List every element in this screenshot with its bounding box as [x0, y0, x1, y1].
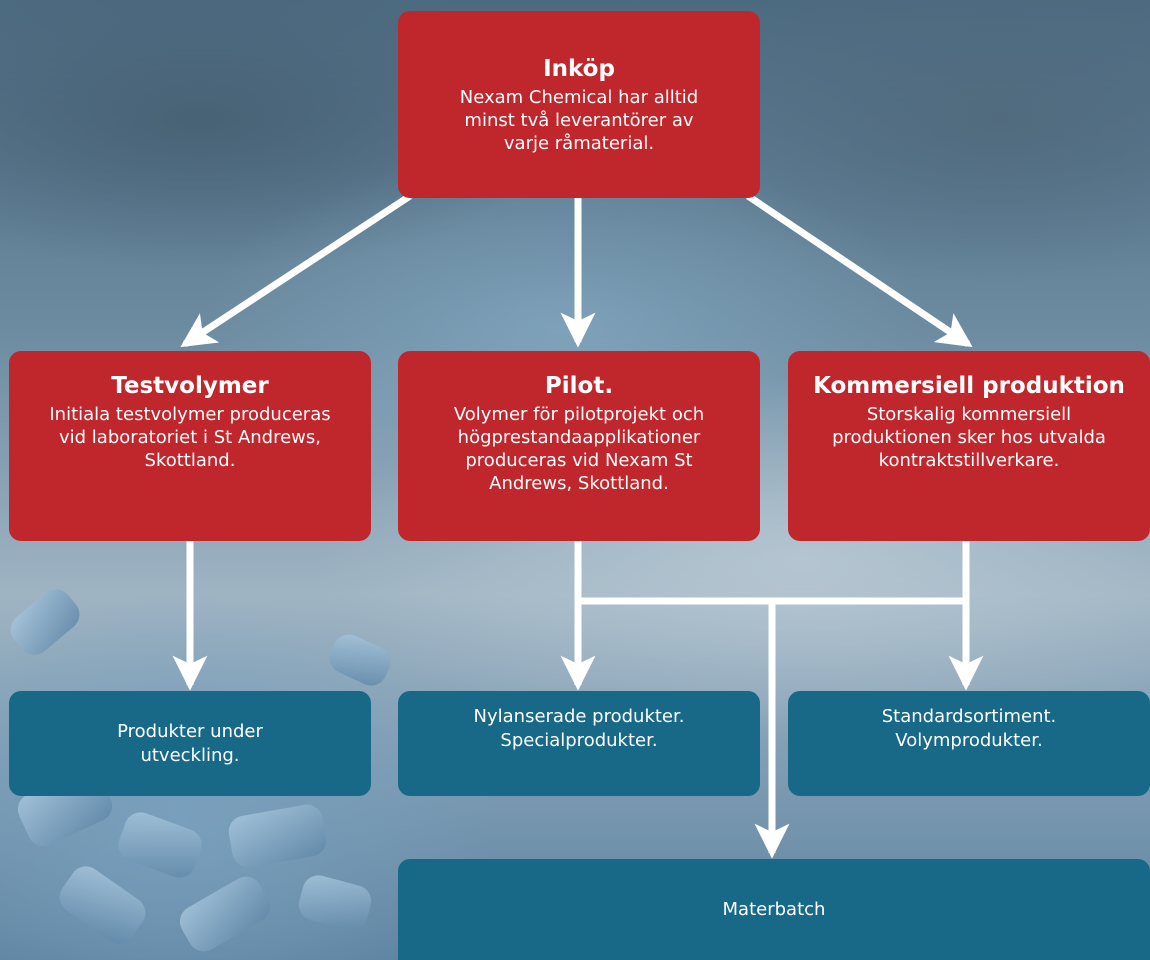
testvolymer-title: Testvolymer	[111, 373, 269, 399]
pilot-title: Pilot.	[544, 373, 614, 399]
output-label-utveckling: Produkter under utveckling.	[117, 720, 263, 766]
pilot-description: Volymer för pilotprojekt och högprestand…	[453, 404, 705, 494]
output-box-utveckling: Produkter under utveckling.	[9, 691, 371, 796]
output-label-standardsortiment: Standardsortiment. Volymprodukter.	[881, 706, 1057, 751]
kommersiell-title: Kommersiell produktion	[813, 373, 1125, 399]
pilot-box: Pilot. Volymer för pilotprojekt och högp…	[398, 351, 760, 541]
kommersiell-box: Kommersiell produktion Storskalig kommer…	[788, 351, 1150, 541]
materbatch-label: Materbatch	[722, 898, 826, 920]
testvolymer-description: Initiala testvolymer produceras vid labo…	[49, 404, 331, 471]
inkop-description: Nexam Chemical har alltid minst två leve…	[459, 87, 699, 154]
kommersiell-description: Storskalig kommersiell produktionen sker…	[832, 404, 1106, 471]
inkop-box: Inköp Nexam Chemical har alltid minst tv…	[398, 11, 760, 198]
output-box-standardsortiment: Standardsortiment. Volymprodukter.	[788, 691, 1150, 796]
output-label-nylanserade: Nylanserade produkter. Specialprodukter.	[473, 706, 685, 751]
testvolymer-box: Testvolymer Initiala testvolymer produce…	[9, 351, 371, 541]
materbatch-box: Materbatch	[398, 859, 1150, 960]
arrow-inkop-to-kommersiell	[746, 193, 973, 348]
inkop-title: Inköp	[543, 56, 615, 82]
arrow-inkop-to-testvolymer	[180, 193, 412, 348]
output-box-nylanserade: Nylanserade produkter. Specialprodukter.	[398, 691, 760, 796]
